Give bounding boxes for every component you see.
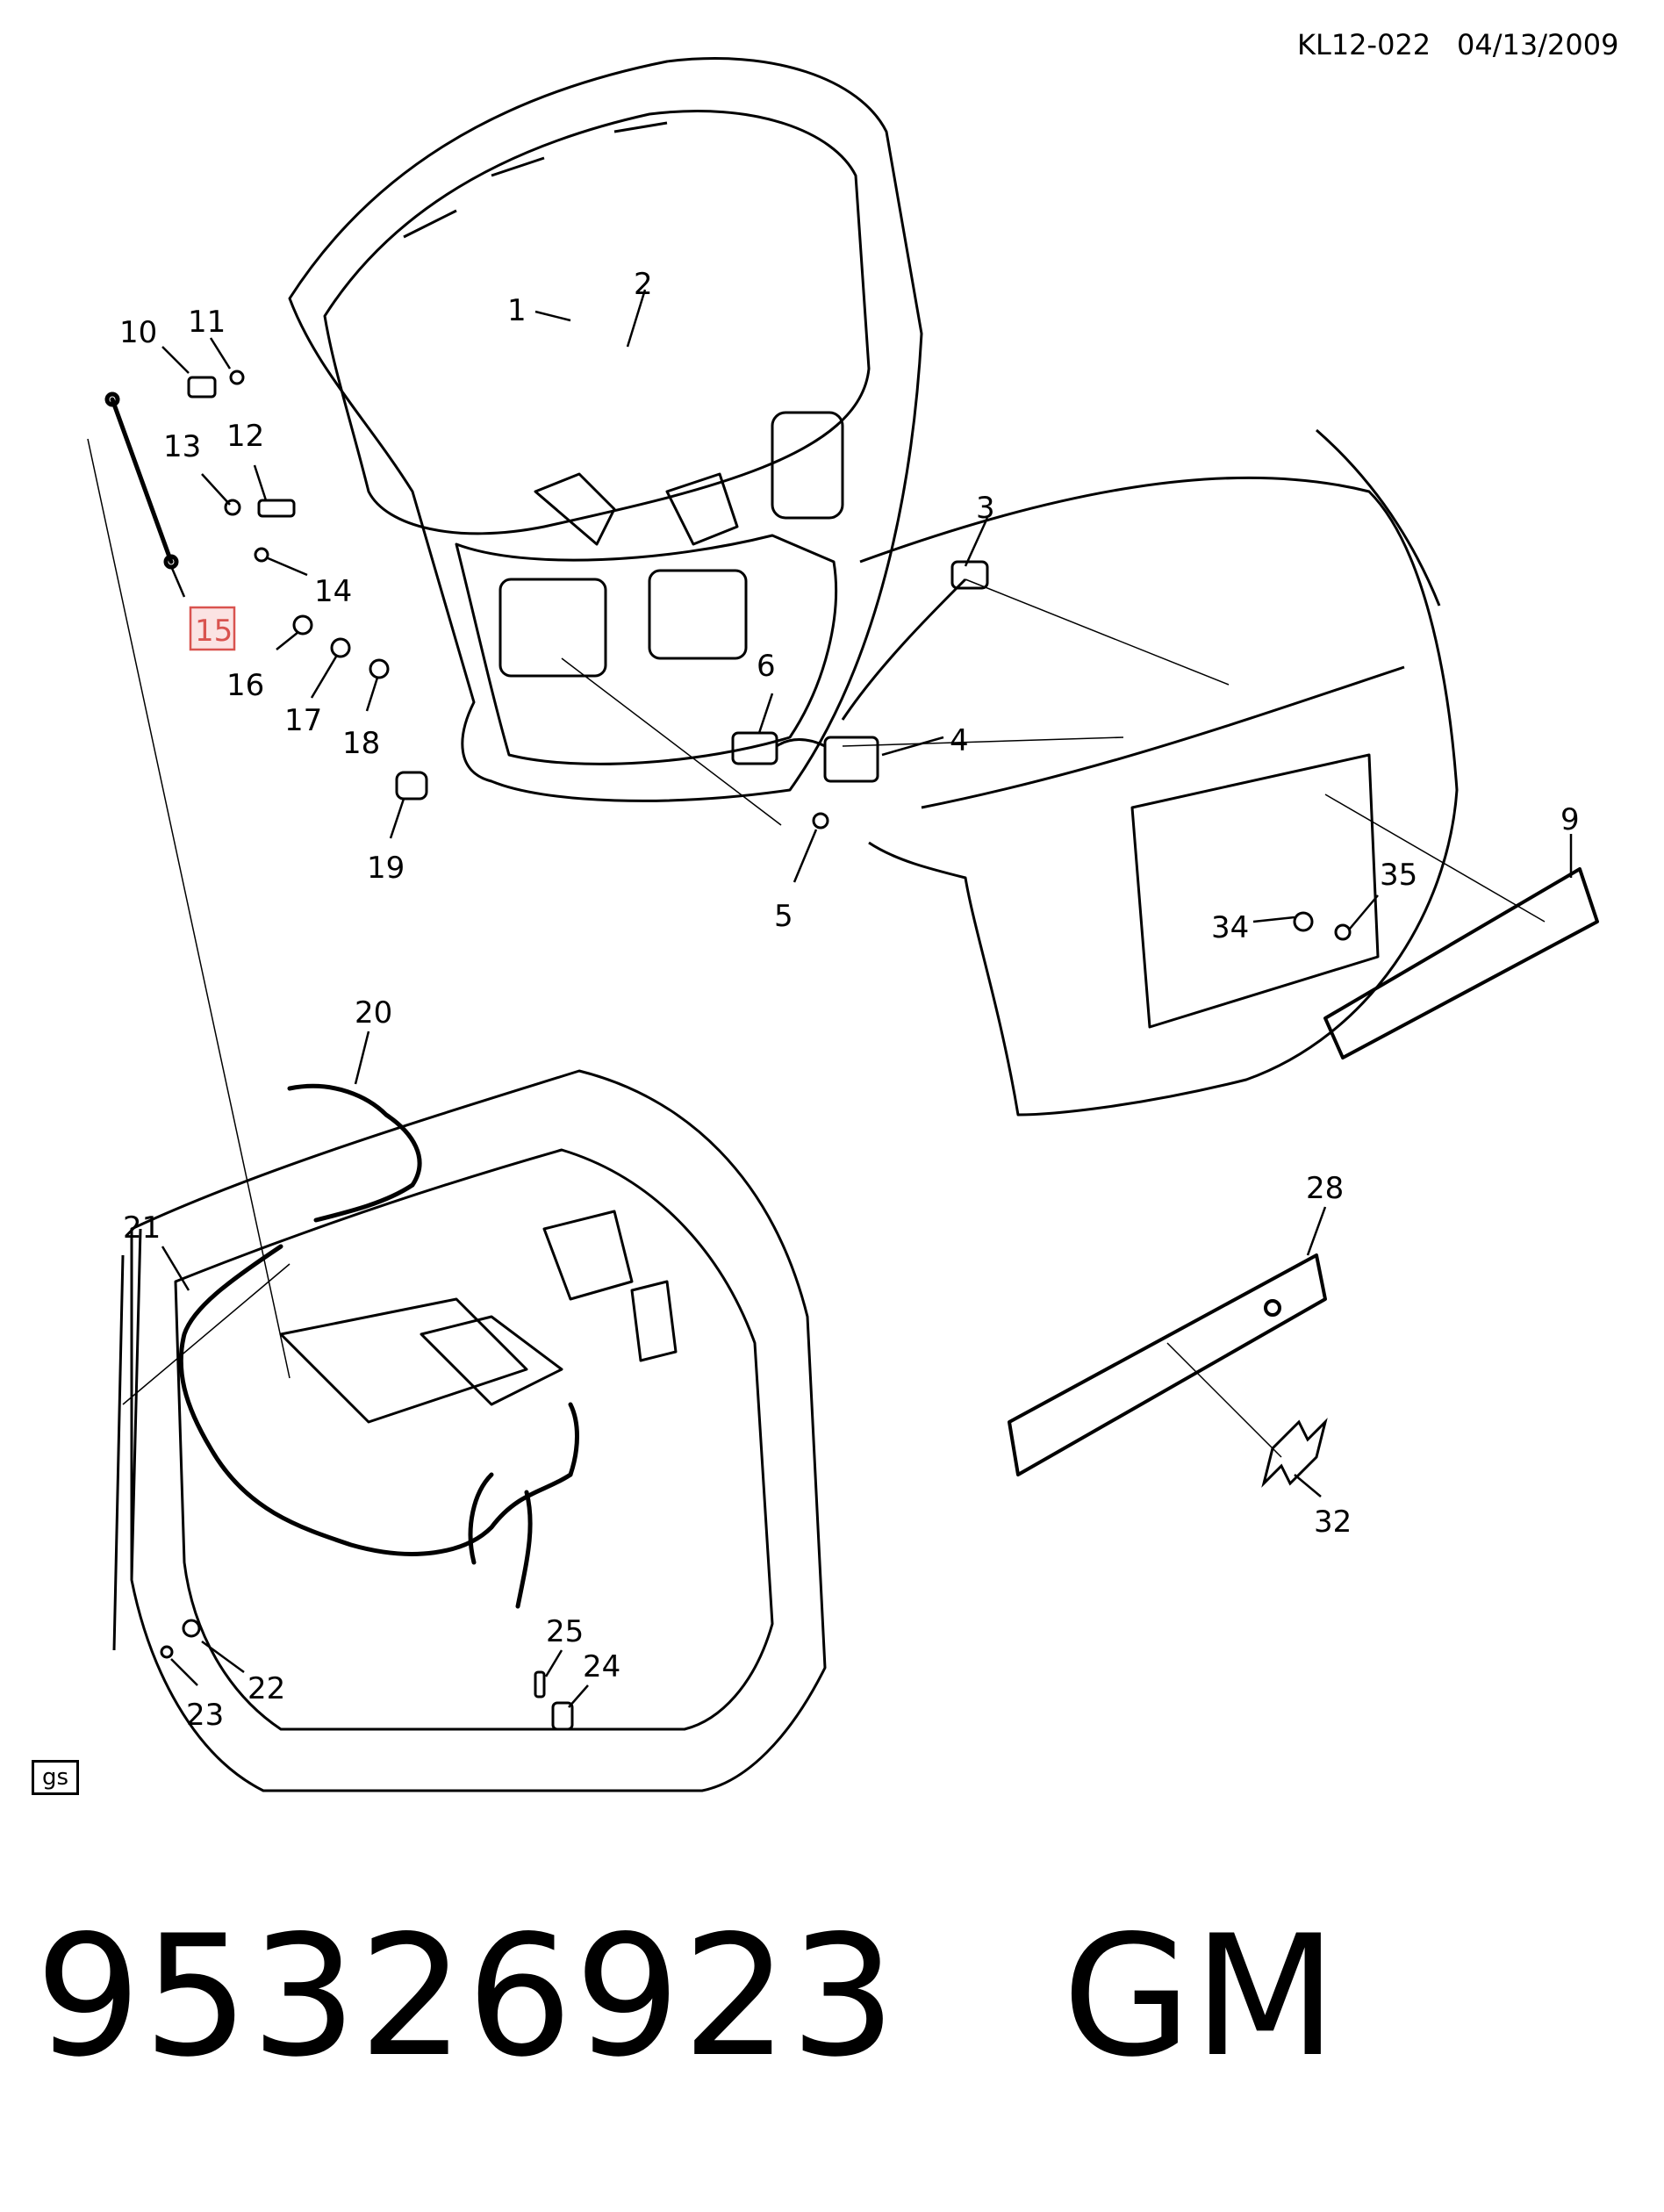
callout-15: 15 [195,614,233,649]
callout-24: 24 [583,1649,620,1684]
corner-label-gs: gs [32,1760,79,1795]
diagram-reference: KL12-022 [1297,28,1431,61]
applique-28-drawing [1008,1253,1327,1476]
callout-28: 28 [1306,1171,1344,1206]
callout-5: 5 [774,899,793,934]
wiring-harness-drawing [178,1083,579,1609]
callout-4: 4 [950,723,969,758]
callout-16: 16 [226,668,264,703]
callout-6: 6 [757,649,776,684]
callout-leaders [161,289,1573,1708]
brand-name: GM [1062,1900,1339,2094]
callout-23: 23 [186,1698,224,1733]
latch-parts-drawing [731,560,1352,941]
strut-fasteners-drawing [187,370,428,801]
callout-15-highlight [189,606,236,651]
callout-14: 14 [314,574,352,609]
callout-1: 1 [507,293,527,328]
callout-17: 17 [284,703,322,738]
rear-body-panel-drawing [859,428,1459,1117]
callout-35: 35 [1380,858,1417,893]
emblem-32-drawing [1261,1418,1328,1488]
cargo-fasteners-drawing [160,1619,574,1731]
callout-2: 2 [634,267,653,302]
callout-32: 32 [1314,1505,1352,1540]
callout-9: 9 [1560,802,1580,837]
callout-3: 3 [976,491,995,526]
callout-13: 13 [163,429,201,464]
part-number: 95326923 [35,1900,899,2094]
liftgate-drawing [288,57,923,802]
callout-25: 25 [546,1614,584,1649]
callout-20: 20 [355,995,392,1031]
callout-22: 22 [247,1671,285,1706]
callout-11: 11 [188,305,226,340]
liftgate-strut-15-drawing [104,391,179,570]
callout-21: 21 [123,1210,161,1246]
leader-lines [87,438,1546,1458]
callout-18: 18 [342,726,380,761]
callout-12: 12 [226,419,264,454]
callout-10: 10 [119,315,157,350]
rear-cargo-area-drawing [112,1069,827,1792]
callout-34: 34 [1211,910,1249,945]
diagram-date: 04/13/2009 [1457,28,1618,61]
footer-part-line: 95326923 GM [35,1914,1338,2080]
callout-19: 19 [367,851,405,886]
callout-labels: 1 2 3 4 5 6 9 10 11 12 13 14 15 16 17 18… [119,267,1580,1733]
rear-fascia-9-drawing [1323,867,1599,1059]
